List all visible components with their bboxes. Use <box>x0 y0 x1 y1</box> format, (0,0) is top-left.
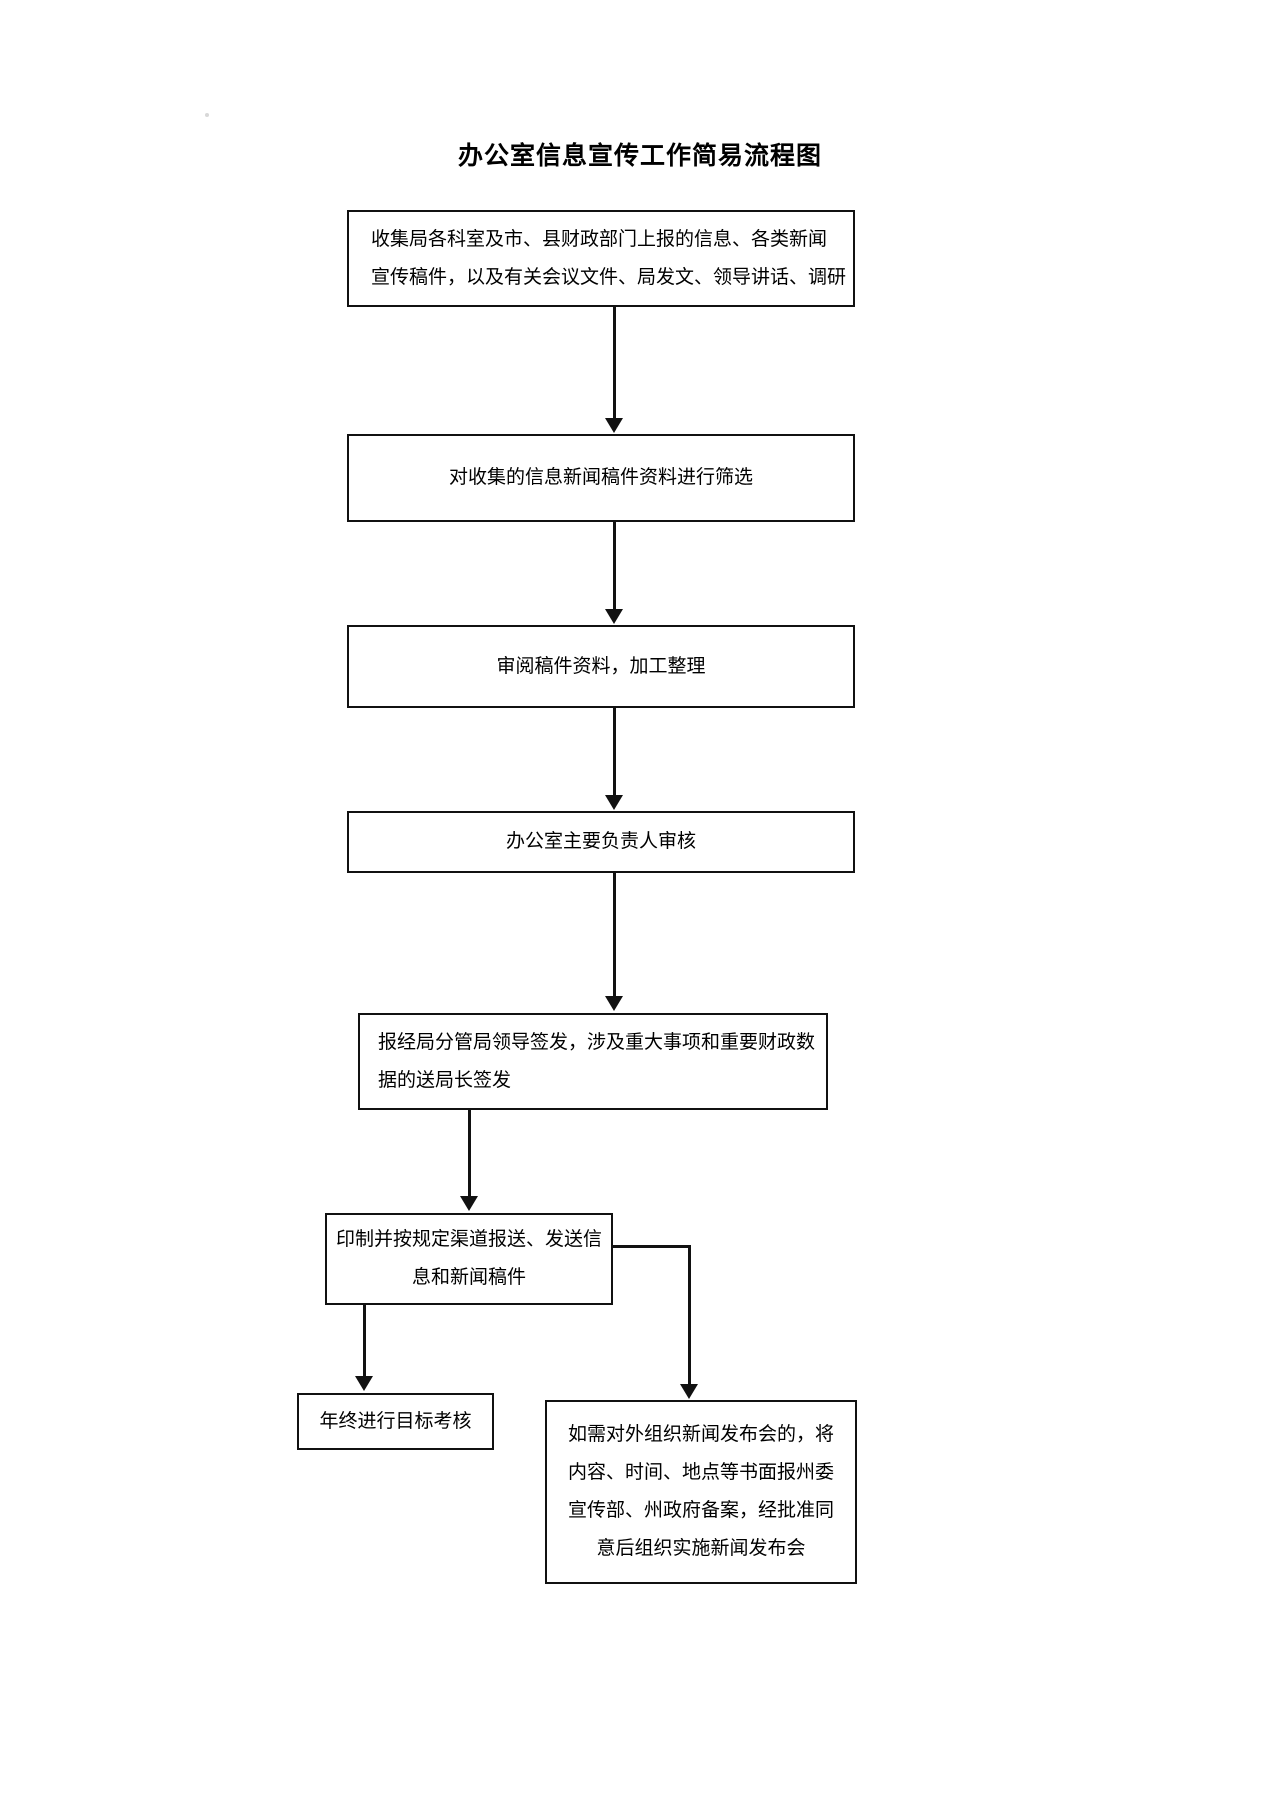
flow-node-year-end-assessment-line-1: 年终进行目标考核 <box>319 1410 472 1432</box>
flow-node-screen-line-1: 对收集的信息新闻稿件资料进行筛选 <box>448 467 753 488</box>
flow-node-review-line-1: 审阅稿件资料，加工整理 <box>496 655 706 677</box>
flow-node-collect-line-2: 宣传稿件，以及有关会议文件、局发文、领导讲话、调研 <box>371 266 847 288</box>
page-title: 办公室信息宣传工作简易流程图 <box>457 142 822 170</box>
edge-sign-to-print-line <box>468 1110 471 1198</box>
edge-office-to-sign-arrow <box>605 996 623 1011</box>
flow-node-year-end-assessment: 年终进行目标考核 <box>297 1393 494 1450</box>
flow-node-press-conference: 如需对外组织新闻发布会的，将 内容、时间、地点等书面报州委 宣传部、州政府备案，… <box>545 1400 857 1584</box>
flow-node-office-approval-line-1: 办公室主要负责人审核 <box>505 831 696 852</box>
flow-node-press-conference-line-4: 意后组织实施新闻发布会 <box>596 1538 806 1559</box>
flow-node-collect: 收集局各科室及市、县财政部门上报的信息、各类新闻 宣传稿件，以及有关会议文件、局… <box>347 210 855 307</box>
edge-print-to-press-vline <box>688 1245 691 1386</box>
edge-collect-to-screen-line <box>613 307 616 420</box>
edge-print-to-assess-arrow <box>355 1376 373 1391</box>
edge-screen-to-review-arrow <box>605 609 623 624</box>
flow-node-press-conference-line-3: 宣传部、州政府备案，经批准同 <box>567 1500 834 1521</box>
flow-node-leader-sign-line-2: 据的送局长签发 <box>378 1069 512 1091</box>
edge-collect-to-screen-arrow <box>605 418 623 433</box>
edge-screen-to-review-line <box>613 522 616 611</box>
scan-speck <box>205 113 209 117</box>
flow-node-review: 审阅稿件资料，加工整理 <box>347 625 855 708</box>
flow-node-print-distribute-line-1: 印制并按规定渠道报送、发送信 <box>335 1229 602 1250</box>
edge-print-to-press-hline <box>613 1245 691 1248</box>
edge-review-to-office-line <box>613 708 616 797</box>
flow-node-screen: 对收集的信息新闻稿件资料进行筛选 <box>347 434 855 522</box>
flow-node-office-approval: 办公室主要负责人审核 <box>347 811 855 873</box>
flow-node-print-distribute-line-2: 息和新闻稿件 <box>411 1267 526 1288</box>
flow-node-leader-sign-line-1: 报经局分管局领导签发，涉及重大事项和重要财政数 <box>378 1031 816 1053</box>
flow-node-leader-sign: 报经局分管局领导签发，涉及重大事项和重要财政数 据的送局长签发 <box>358 1013 828 1110</box>
flow-node-collect-line-1: 收集局各科室及市、县财政部门上报的信息、各类新闻 <box>371 228 828 250</box>
flow-node-press-conference-line-2: 内容、时间、地点等书面报州委 <box>567 1462 834 1483</box>
flow-node-press-conference-line-1: 如需对外组织新闻发布会的，将 <box>567 1424 834 1445</box>
flow-node-print-distribute: 印制并按规定渠道报送、发送信 息和新闻稿件 <box>325 1213 613 1305</box>
edge-review-to-office-arrow <box>605 795 623 810</box>
edge-office-to-sign-line <box>613 873 616 998</box>
edge-print-to-assess-line <box>363 1305 366 1378</box>
edge-sign-to-print-arrow <box>460 1196 478 1211</box>
edge-print-to-press-arrow <box>680 1384 698 1399</box>
